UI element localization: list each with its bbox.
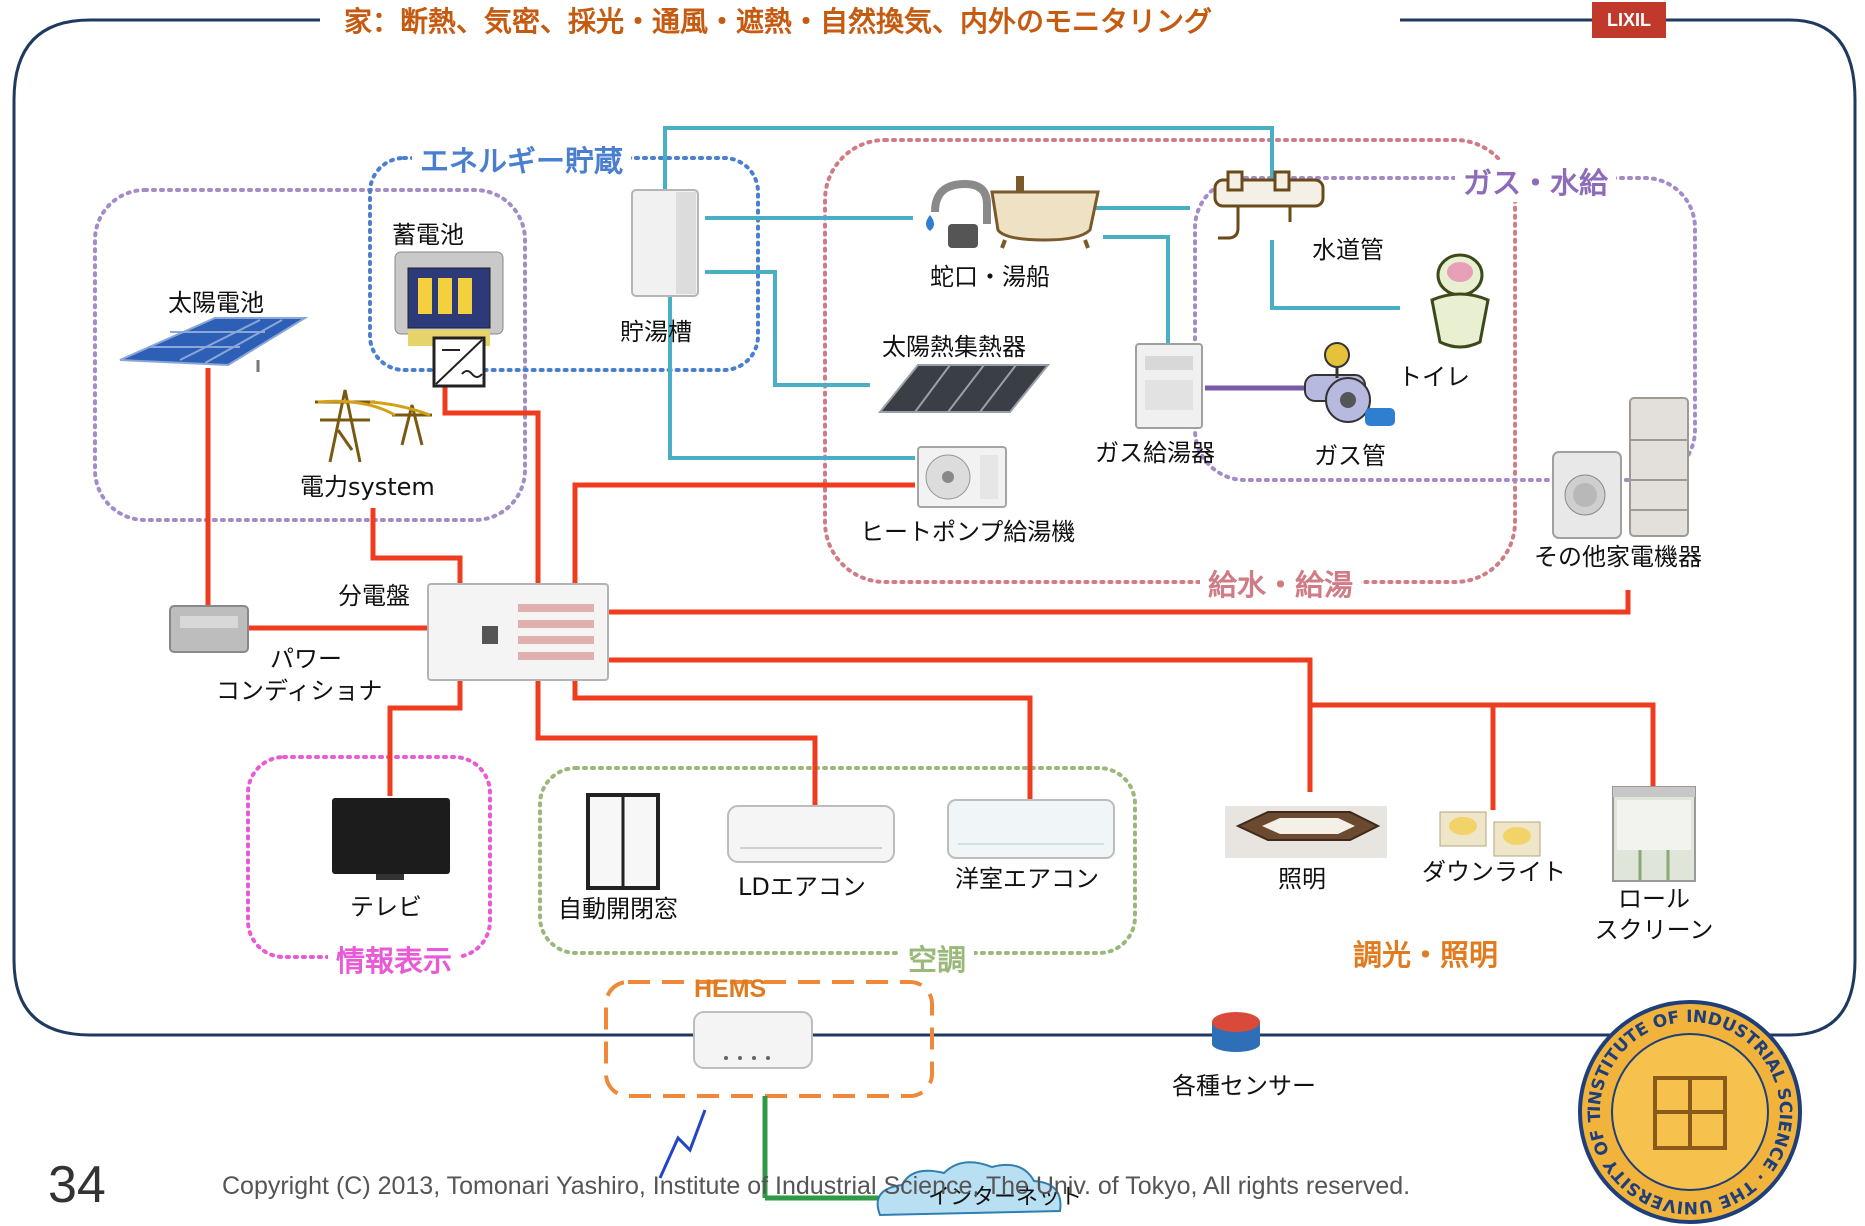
group-water-label: 給水・給湯 (1200, 562, 1362, 604)
gas-water-heater-icon (1135, 343, 1203, 429)
label-lighting: 照明 (1278, 865, 1326, 893)
hems-box (604, 980, 934, 1098)
gas-water-box (1193, 176, 1697, 482)
pv-system-box (93, 188, 527, 522)
label-other-appliances: その他家電機器 (1534, 543, 1702, 571)
label-gas-pipe: ガス管 (1314, 442, 1386, 470)
water-supply-box (823, 138, 1517, 584)
water-pipe-icon (1213, 170, 1325, 240)
sensor-icon (1212, 1012, 1260, 1052)
bathtub-icon (990, 176, 1100, 249)
page-title: 家：断熱、気密、採光・通風・遮熱・自然換気、内外のモニタリング (330, 0, 1227, 40)
label-sensors: 各種センサー (1172, 1072, 1316, 1100)
router-icon (693, 1011, 813, 1069)
label-solar-panel: 太陽電池 (168, 289, 264, 317)
room-air-conditioner-icon (947, 799, 1115, 859)
label-battery: 蓄電池 (392, 221, 464, 249)
heat-pump-icon (917, 446, 1007, 508)
lixil-badge: LIXIL (1592, 2, 1666, 38)
hot-water-tank-icon (631, 189, 699, 297)
label-toilet: トイレ (1398, 363, 1470, 391)
group-lighting-label: 調光・照明 (1345, 932, 1507, 974)
group-info-display-label: 情報表示 (328, 938, 461, 980)
group-gas-water-label: ガス・水給 (1455, 160, 1617, 202)
downlight-icon (1439, 811, 1541, 857)
wireless-icon (658, 1109, 707, 1179)
label-room-aircon: 洋室エアコン (955, 865, 1099, 893)
label-heat-pump: ヒートポンプ給湯機 (860, 518, 1076, 546)
group-aircon-label: 空調 (900, 937, 975, 979)
house-outline (12, 18, 1857, 1037)
roll-screen-icon (1612, 786, 1696, 882)
label-power-grid: 電力system (300, 473, 435, 501)
label-ld-aircon: LDエアコン (738, 873, 866, 901)
refrigerator-icon (1629, 397, 1689, 537)
label-hot-water-tank: 貯湯槽 (620, 318, 692, 346)
inverter-icon (432, 336, 486, 388)
label-tv: テレビ (350, 893, 422, 921)
label-downlight: ダウンライト (1422, 858, 1566, 886)
gas-valve-icon (1304, 342, 1395, 426)
label-distribution-board: 分電盤 (338, 582, 410, 610)
copyright-text: Copyright (C) 2013, Tomonari Yashiro, In… (222, 1172, 1411, 1200)
label-roll-screen-2: スクリーン (1594, 916, 1714, 944)
label-roll-screen-1: ロール (1618, 885, 1690, 913)
battery-icon (394, 251, 504, 346)
water-lines (663, 126, 1400, 460)
power-conditioner-icon (169, 605, 249, 653)
label-faucet-bath: 蛇口・湯船 (930, 263, 1050, 291)
toilet-icon (1430, 253, 1490, 349)
washing-machine-icon (1552, 451, 1622, 539)
aircon-box (538, 766, 1137, 955)
air-conditioner-icon (727, 805, 895, 863)
faucet-icon (926, 179, 991, 248)
label-power-conditioner-2: コンディショナ (216, 677, 383, 705)
label-auto-window: 自動開閉窓 (558, 895, 678, 923)
solar-collector-icon (877, 364, 1051, 413)
label-power-conditioner-1: パワー (270, 645, 342, 673)
label-water-pipe: 水道管 (1312, 236, 1384, 264)
ceiling-light-icon (1225, 806, 1387, 858)
hems-label: HEMS (694, 975, 767, 1003)
cloud-icon (876, 1161, 1062, 1217)
power-tower-icon (315, 389, 432, 463)
window-icon (586, 793, 660, 890)
page-number: 34 (48, 1156, 106, 1214)
power-lines (205, 368, 1656, 810)
solar-panel-icon (119, 317, 309, 372)
distribution-board-icon (427, 583, 609, 681)
group-energy-storage-label: エネルギー貯蔵 (412, 138, 632, 180)
label-gas-water-heater: ガス給湯器 (1095, 439, 1215, 467)
tv-icon (332, 798, 450, 880)
label-solar-collector: 太陽熱集熱器 (882, 333, 1026, 361)
label-internet: インターネット (928, 1185, 1083, 1210)
